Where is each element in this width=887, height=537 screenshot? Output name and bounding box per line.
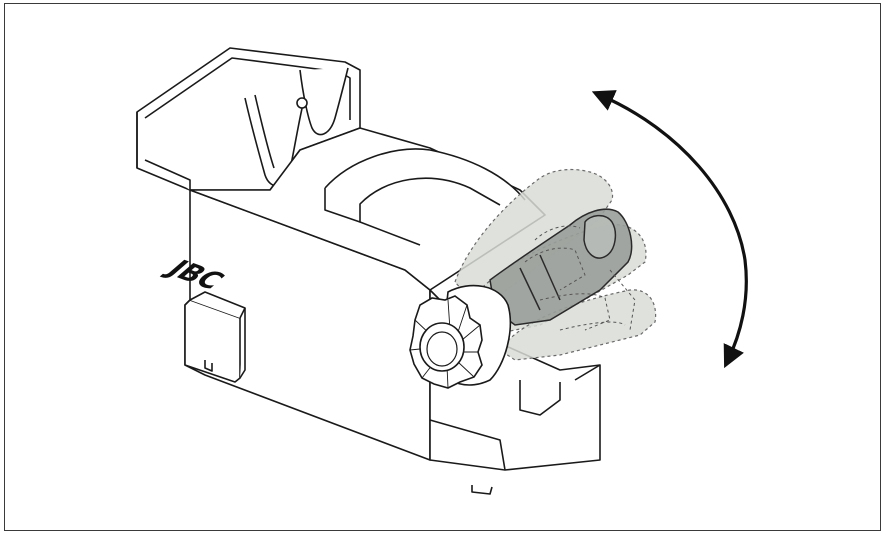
rotation-arrow <box>591 90 748 369</box>
adjustment-knob <box>409 284 512 389</box>
